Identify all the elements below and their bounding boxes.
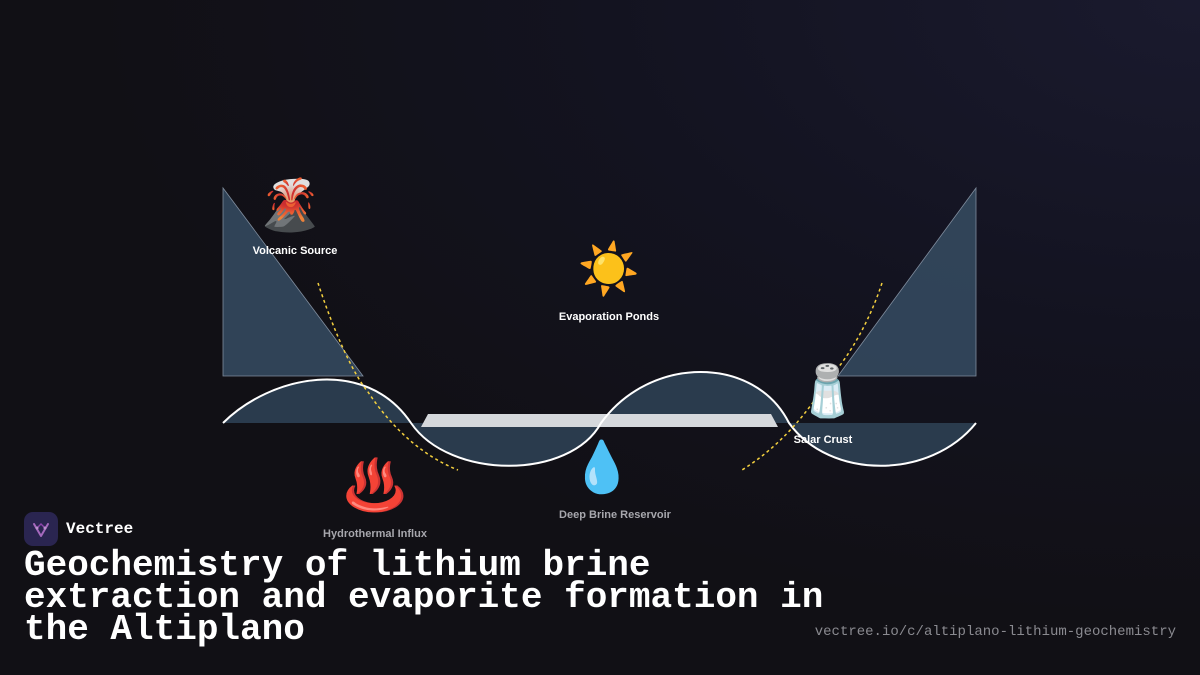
hot-springs-icon: ♨️ xyxy=(344,456,406,514)
deep-brine-reservoir-label: Deep Brine Reservoir xyxy=(559,509,672,521)
droplet-icon: 💧 xyxy=(571,438,633,496)
evaporation-pond-slab xyxy=(421,414,778,427)
node-deep-brine-reservoir: 💧 Deep Brine Reservoir xyxy=(559,438,672,521)
sun-icon: ☀️ xyxy=(578,239,640,299)
evaporation-ponds-label: Evaporation Ponds xyxy=(559,311,659,323)
volcanic-source-label: Volcanic Source xyxy=(253,245,338,257)
left-mountain-slope xyxy=(222,186,364,377)
salar-crust-label: Salar Crust xyxy=(794,434,853,446)
volcano-icon: 🌋 xyxy=(259,176,321,234)
source-url: vectree.io/c/altiplano-lithium-geochemis… xyxy=(814,624,1176,640)
salt-shaker-icon: 🧂 xyxy=(797,361,859,420)
node-salar-crust: 🧂 Salar Crust xyxy=(794,361,859,446)
node-volcanic-source: 🌋 Volcanic Source xyxy=(253,176,338,257)
node-evaporation-ponds: ☀️ Evaporation Ponds xyxy=(559,239,659,323)
vectree-logo-icon xyxy=(24,512,58,546)
brand: Vectree xyxy=(24,512,133,546)
salar-flow-path xyxy=(741,282,883,471)
hydrothermal-influx-label: Hydrothermal Influx xyxy=(323,528,428,540)
basin-fill xyxy=(223,372,976,466)
volcanic-flow-path xyxy=(317,282,459,471)
page-title: Geochemistry of lithium brine extraction… xyxy=(24,545,824,650)
node-hydrothermal-influx: ♨️ Hydrothermal Influx xyxy=(323,456,428,540)
terrain-profile-curve xyxy=(222,371,977,467)
right-mountain-slope xyxy=(837,186,977,377)
brand-name: Vectree xyxy=(66,520,134,538)
